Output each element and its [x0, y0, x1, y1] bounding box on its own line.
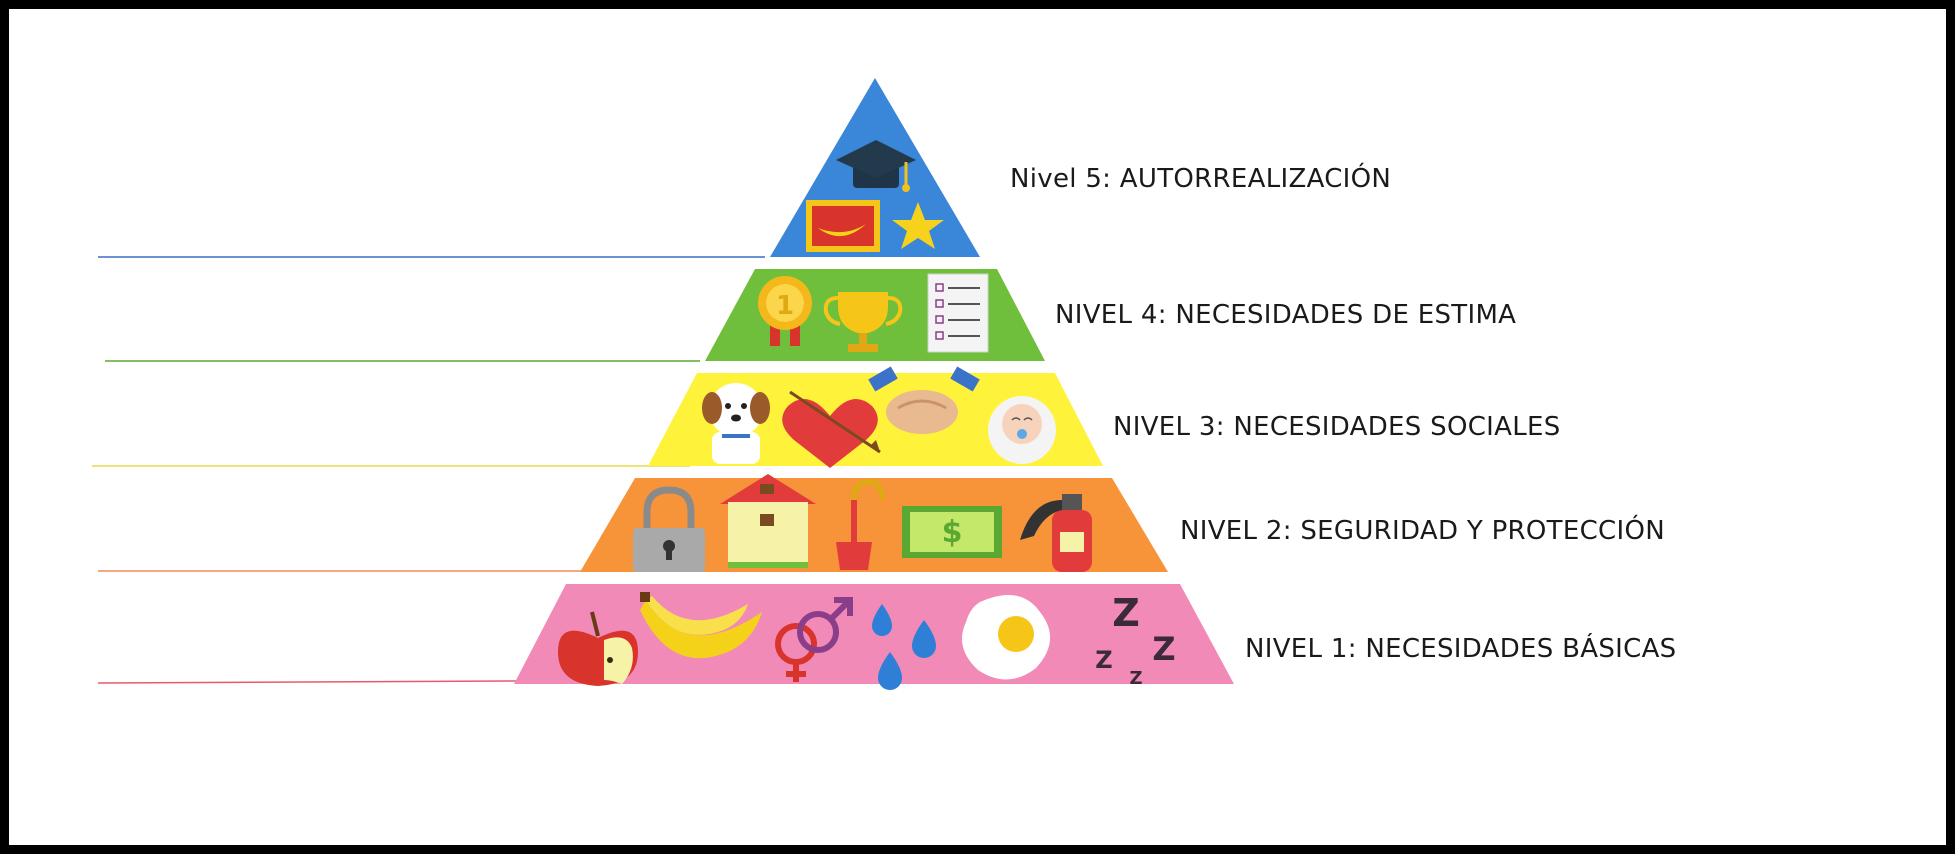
- banana-icon: [640, 592, 762, 659]
- apple-icon: [558, 611, 638, 686]
- level-4-label: NIVEL 4: NECESIDADES DE ESTIMA: [1055, 300, 1517, 330]
- gender-symbols-icon: [775, 597, 853, 682]
- graduation-cap-icon: [836, 140, 916, 192]
- dog-icon: [702, 383, 770, 464]
- pyramid-tier-level-1: [514, 584, 1234, 684]
- house-icon: [720, 474, 816, 568]
- level-2-label: NIVEL 2: SEGURIDAD Y PROTECCIÓN: [1180, 516, 1665, 546]
- handshake-icon: [868, 366, 980, 434]
- level-3-label: NIVEL 3: NECESIDADES SOCIALES: [1113, 412, 1561, 442]
- medal-number: 1: [776, 291, 794, 321]
- medal-icon: [758, 276, 812, 346]
- trophy-icon: [823, 292, 903, 352]
- fried-egg-icon: [962, 594, 1051, 680]
- baby-icon: [988, 396, 1056, 464]
- checklist-icon: [927, 273, 989, 353]
- money-symbol: $: [942, 515, 963, 550]
- water-drops-icon: [872, 604, 936, 690]
- framed-picture-icon: [806, 200, 880, 252]
- money-bill-icon: $: [902, 506, 1002, 558]
- sleep-letter-medium: Z: [1152, 630, 1175, 668]
- padlock-icon: [633, 486, 705, 572]
- umbrella-icon: [836, 478, 885, 570]
- fire-extinguisher-icon: [1020, 494, 1092, 572]
- star-icon: [892, 202, 944, 249]
- sleep-letter-tiny: Z: [1129, 668, 1142, 689]
- level-1-label: NIVEL 1: NECESIDADES BÁSICAS: [1245, 634, 1677, 664]
- guide-line-level-1: [97, 680, 521, 684]
- heart-arrow-icon: [782, 390, 881, 468]
- sleep-icon: Z Z Z Z: [1095, 591, 1175, 689]
- level-5-label: Nivel 5: AUTORREALIZACIÓN: [1010, 164, 1392, 194]
- sleep-letter-small: Z: [1095, 646, 1112, 674]
- sleep-letter-large: Z: [1112, 591, 1140, 635]
